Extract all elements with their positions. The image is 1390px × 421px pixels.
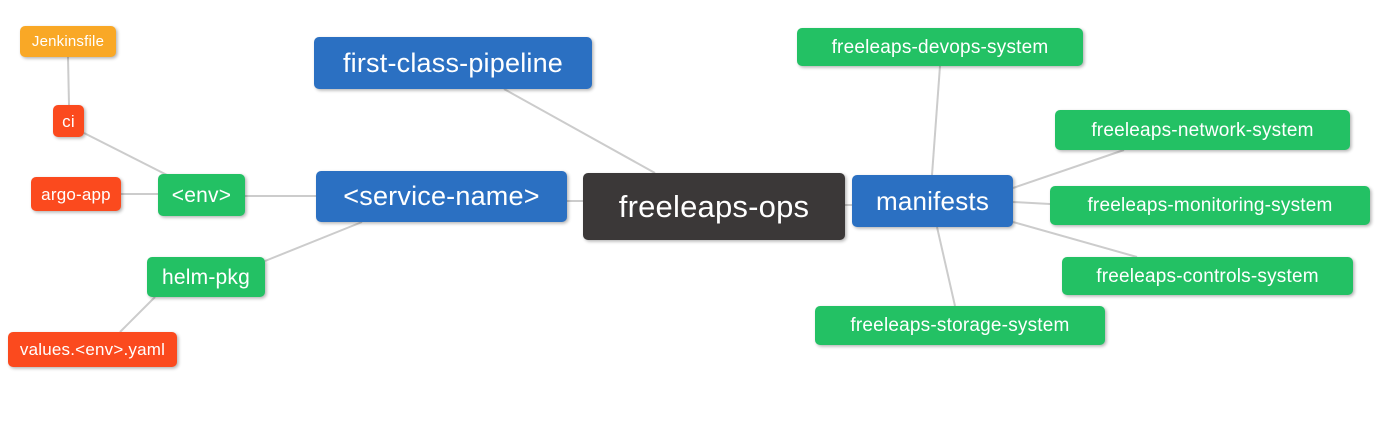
- mindmap-node-env[interactable]: <env>: [158, 174, 245, 216]
- mindmap-node-freeleaps-ops[interactable]: freeleaps-ops: [583, 173, 845, 240]
- edge-manifests-devops-system: [931, 65, 941, 176]
- edge-manifests-storage-system: [936, 226, 956, 307]
- mindmap-node-helm-pkg[interactable]: helm-pkg: [147, 257, 265, 297]
- mindmap-node-manifests[interactable]: manifests: [852, 175, 1013, 227]
- edge-manifests-monitoring-system: [1012, 201, 1051, 205]
- mindmap-node-service-name[interactable]: <service-name>: [316, 171, 567, 222]
- mindmap-node-values-env-yaml[interactable]: values.<env>.yaml: [8, 332, 177, 367]
- edge-jenkinsfile-ci: [67, 56, 70, 106]
- edge-helm-pkg-service-name: [264, 221, 363, 262]
- mindmap-node-controls-system[interactable]: freeleaps-controls-system: [1062, 257, 1353, 295]
- edge-values-env-yaml-helm-pkg: [119, 296, 156, 333]
- mindmap-node-network-system[interactable]: freeleaps-network-system: [1055, 110, 1350, 150]
- edge-first-class-pipeline-freeleaps-ops: [503, 88, 656, 174]
- mindmap-node-first-class-pipeline[interactable]: first-class-pipeline: [314, 37, 592, 89]
- mindmap-node-jenkinsfile[interactable]: Jenkinsfile: [20, 26, 116, 57]
- mindmap-node-ci[interactable]: ci: [53, 105, 84, 137]
- mindmap-node-monitoring-system[interactable]: freeleaps-monitoring-system: [1050, 186, 1370, 225]
- edge-manifests-controls-system: [1012, 221, 1138, 258]
- edge-ci-env: [83, 132, 168, 176]
- mindmap-node-argo-app[interactable]: argo-app: [31, 177, 121, 211]
- mindmap-node-storage-system[interactable]: freeleaps-storage-system: [815, 306, 1105, 345]
- edge-manifests-network-system: [1012, 149, 1125, 189]
- mindmap-node-devops-system[interactable]: freeleaps-devops-system: [797, 28, 1083, 66]
